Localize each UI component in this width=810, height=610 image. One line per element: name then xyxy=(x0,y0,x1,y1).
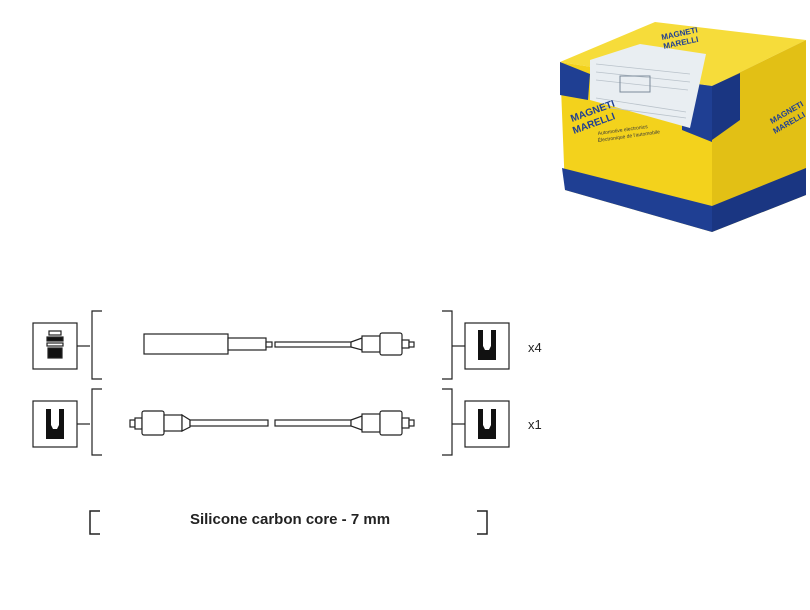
distributor-terminal-icon-frame xyxy=(464,322,510,370)
diagram-caption: Silicone carbon core - 7 mm xyxy=(189,511,391,528)
box-front-blue-band xyxy=(562,168,712,232)
box-label-logo-icon xyxy=(619,75,651,93)
distributor-terminal-icon-frame-right xyxy=(464,400,510,448)
box-front-blue-corner xyxy=(560,62,590,100)
row-2-right-terminal xyxy=(379,410,403,436)
row-2 xyxy=(32,388,510,456)
row-1 xyxy=(32,310,510,380)
row-1-left-bracket xyxy=(91,310,102,380)
cable-diagram xyxy=(32,310,510,535)
spark-plug-boot-icon xyxy=(46,330,64,359)
distributor-terminal-icon-left xyxy=(46,409,64,439)
caption-left-bracket xyxy=(89,510,100,535)
box-side-blue-band xyxy=(712,168,806,232)
row-1-quantity: x4 xyxy=(528,340,542,355)
box-side-blue-strip xyxy=(712,73,740,140)
row-2-quantity: x1 xyxy=(528,417,542,432)
row-1-right-bracket xyxy=(442,310,453,380)
row-1-boot xyxy=(143,333,229,355)
row-1-wire xyxy=(274,341,352,348)
distributor-terminal-icon-frame-left xyxy=(32,400,78,448)
row-1-terminal xyxy=(379,332,403,356)
distributor-terminal-icon-right xyxy=(478,409,496,439)
row-2-right-bracket xyxy=(442,388,453,456)
caption-right-bracket xyxy=(477,510,488,535)
row-2-left-bracket xyxy=(91,388,102,456)
product-box: MAGNETI MARELLI MAGNETI MARELLI Automoti… xyxy=(560,22,807,232)
row-2-wire-right xyxy=(274,419,352,427)
row-2-left-terminal xyxy=(141,410,165,436)
distributor-terminal-icon xyxy=(478,330,496,360)
row-2-wire-left xyxy=(189,419,269,427)
